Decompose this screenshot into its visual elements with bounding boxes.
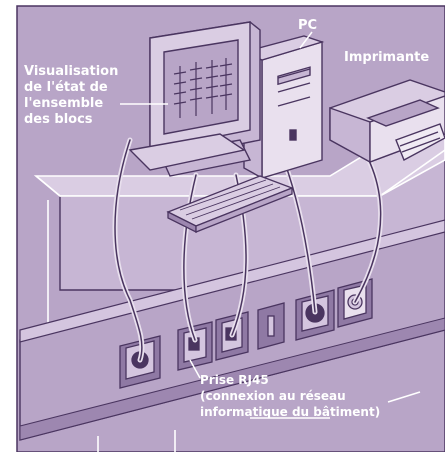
printer-label: Imprimante bbox=[344, 50, 430, 65]
printer bbox=[329, 79, 445, 164]
pc-label: PC bbox=[298, 18, 318, 33]
rj45-port-1 bbox=[177, 321, 213, 371]
power-socket-1 bbox=[295, 289, 335, 341]
monitor bbox=[128, 21, 261, 177]
keyboard bbox=[166, 175, 294, 234]
visualisation-label: Visualisation de l'état de l'ensemble de… bbox=[24, 64, 119, 127]
cables bbox=[112, 127, 384, 363]
block-grid bbox=[173, 58, 233, 118]
rj45-label: Prise RJ45 (connexion au réseau informat… bbox=[200, 373, 381, 419]
pc-tower bbox=[241, 35, 325, 180]
blank-plate bbox=[257, 302, 285, 350]
leader-lines bbox=[120, 31, 421, 403]
